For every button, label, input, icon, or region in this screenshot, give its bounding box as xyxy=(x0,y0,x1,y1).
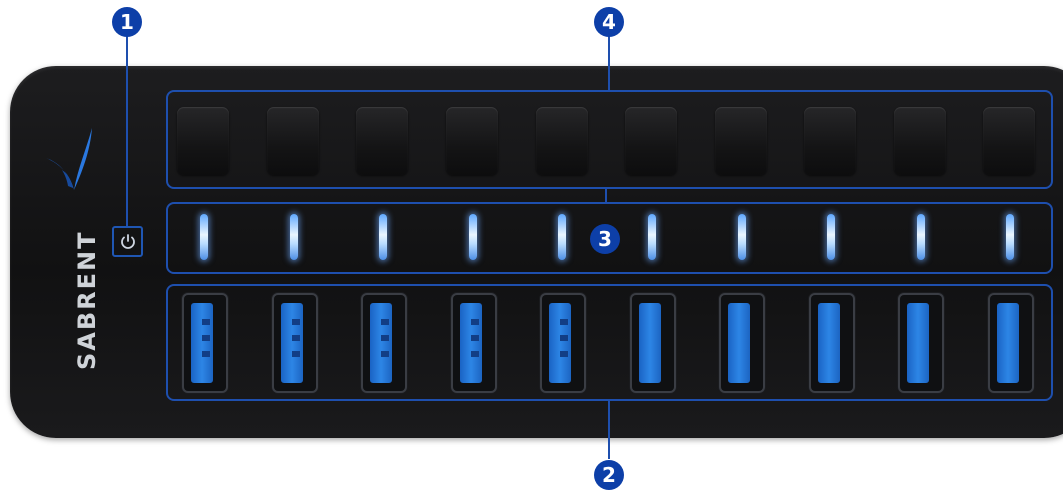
callout-leader xyxy=(605,189,607,202)
port-led xyxy=(379,214,387,260)
port-led xyxy=(648,214,656,260)
sabrent-logo-icon xyxy=(46,128,92,190)
port-led xyxy=(827,214,835,260)
port-switch[interactable] xyxy=(267,107,319,175)
port-switch[interactable] xyxy=(715,107,767,175)
usb-port[interactable] xyxy=(542,295,584,391)
usb-port-group xyxy=(166,284,1053,401)
port-switch[interactable] xyxy=(177,107,229,175)
port-led xyxy=(917,214,925,260)
callout-leader xyxy=(126,36,128,226)
port-led xyxy=(200,214,208,260)
port-led xyxy=(558,214,566,260)
callout-usb-ports: 2 xyxy=(594,460,624,490)
power-switch-group xyxy=(166,90,1053,189)
usb-port[interactable] xyxy=(990,295,1032,391)
brand-block: SABRENT xyxy=(40,128,110,388)
port-led xyxy=(290,214,298,260)
usb-port[interactable] xyxy=(721,295,763,391)
usb-port[interactable] xyxy=(274,295,316,391)
port-switch[interactable] xyxy=(536,107,588,175)
callout-leader xyxy=(608,36,610,90)
usb-port[interactable] xyxy=(363,295,405,391)
port-switch[interactable] xyxy=(625,107,677,175)
port-switch[interactable] xyxy=(446,107,498,175)
power-button[interactable] xyxy=(112,226,143,257)
usb-port[interactable] xyxy=(900,295,942,391)
callout-port-leds: 3 xyxy=(590,224,620,254)
callout-power-switches: 4 xyxy=(594,7,624,37)
usb-port[interactable] xyxy=(632,295,674,391)
usb-port[interactable] xyxy=(811,295,853,391)
usb-port[interactable] xyxy=(453,295,495,391)
brand-wordmark: SABRENT xyxy=(73,230,101,370)
callout-power-button: 1 xyxy=(112,7,142,37)
port-switch[interactable] xyxy=(356,107,408,175)
power-icon xyxy=(120,233,135,249)
port-led xyxy=(469,214,477,260)
port-switch[interactable] xyxy=(894,107,946,175)
port-switch[interactable] xyxy=(804,107,856,175)
usb-port[interactable] xyxy=(184,295,226,391)
port-led xyxy=(738,214,746,260)
port-led xyxy=(1006,214,1014,260)
callout-leader xyxy=(608,401,610,459)
port-switch[interactable] xyxy=(983,107,1035,175)
led-indicator-group xyxy=(166,202,1053,274)
